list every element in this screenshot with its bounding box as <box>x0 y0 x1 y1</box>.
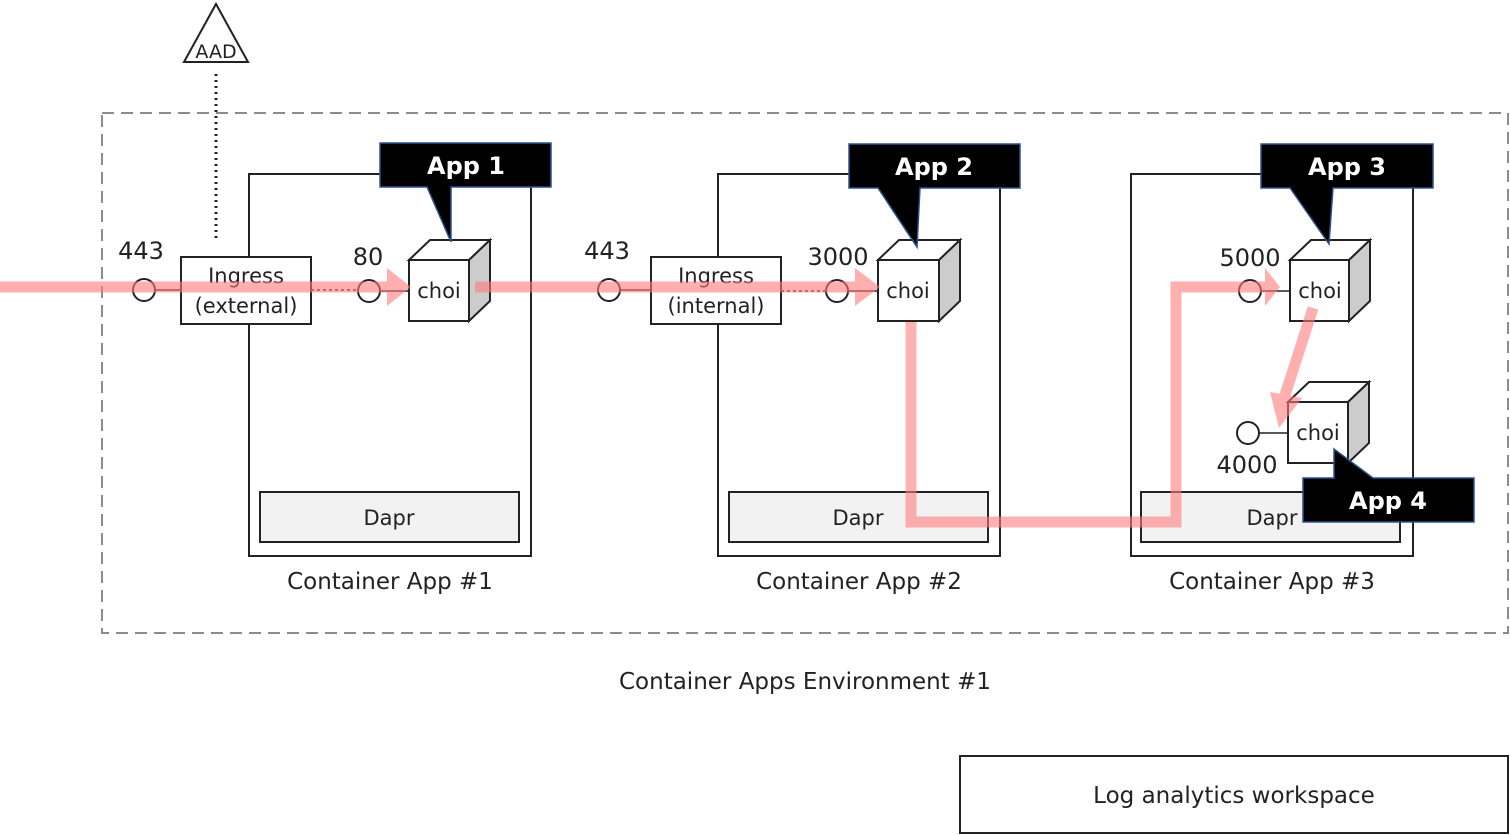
flow-segment-app3-to-app4 <box>1279 306 1319 397</box>
callout-app-4-label: App 4 <box>1349 487 1427 515</box>
flow-arrow-app-1 <box>387 268 411 306</box>
app-4-container-icon: choi <box>1285 379 1372 466</box>
callout-app-2: App 2 <box>848 143 1021 250</box>
container-app-1-label: Container App #1 <box>287 569 493 595</box>
callout-app-2-label: App 2 <box>895 153 973 181</box>
ingress-external-line2: (external) <box>195 294 298 318</box>
ingress-port-1: 443 <box>118 237 164 265</box>
request-flow <box>0 268 1319 528</box>
app-1-container-label: choi <box>417 279 461 303</box>
app-4-container-label: choi <box>1296 421 1340 445</box>
aad-label: AAD <box>195 41 236 63</box>
dapr-sidecar-1 <box>259 491 520 543</box>
callout-app-1-label: App 1 <box>427 152 505 180</box>
log-analytics-workspace: Log analytics workspace <box>959 755 1509 834</box>
flow-arrow-app-3 <box>1265 268 1280 306</box>
callout-app-1: App 1 <box>379 142 552 243</box>
dapr-label-2: Dapr <box>832 506 883 530</box>
callout-app-4: App 4 <box>1302 447 1475 523</box>
app-1-port: 80 <box>353 243 384 271</box>
callout-app-3: App 3 <box>1260 143 1434 247</box>
container-app-3-label: Container App #3 <box>1169 569 1375 595</box>
callout-app-3-label: App 3 <box>1308 153 1386 181</box>
environment-boundary <box>101 112 1509 634</box>
app-4-port: 4000 <box>1216 451 1277 479</box>
app-1-container-icon: choi <box>406 237 493 324</box>
log-analytics-label: Log analytics workspace <box>1093 783 1375 809</box>
container-app-2-label: Container App #2 <box>756 569 962 595</box>
aad-node: AAD <box>182 1 250 63</box>
app-4-endpoint <box>1236 421 1260 445</box>
container-app-1: Dapr Container App #1 443 Ingress (exter… <box>118 173 532 595</box>
app-3-container-label: choi <box>1298 279 1342 303</box>
flow-arrow-app-2 <box>855 268 880 306</box>
flow-segment-app2-to-app3-via-dapr <box>905 281 1268 528</box>
app-3-container-icon: choi <box>1287 237 1373 324</box>
ingress-internal-line2: (internal) <box>668 294 765 318</box>
environment-label: Container Apps Environment #1 <box>619 669 991 695</box>
container-app-2: Dapr Container App #2 443 Ingress (inter… <box>584 173 1001 595</box>
dapr-label-1: Dapr <box>363 506 414 530</box>
app-2-port: 3000 <box>807 243 868 271</box>
app-2-container-label: choi <box>886 279 930 303</box>
app-3-port: 5000 <box>1219 244 1280 272</box>
dapr-sidecar-2 <box>728 491 989 543</box>
dapr-label-3: Dapr <box>1246 506 1297 530</box>
flow-arrow-app-4 <box>1270 392 1302 428</box>
app-2-container-icon: choi <box>875 237 963 324</box>
log-analytics-box <box>959 755 1509 834</box>
ingress-port-2: 443 <box>584 237 630 265</box>
aad-triangle-icon <box>182 1 250 63</box>
